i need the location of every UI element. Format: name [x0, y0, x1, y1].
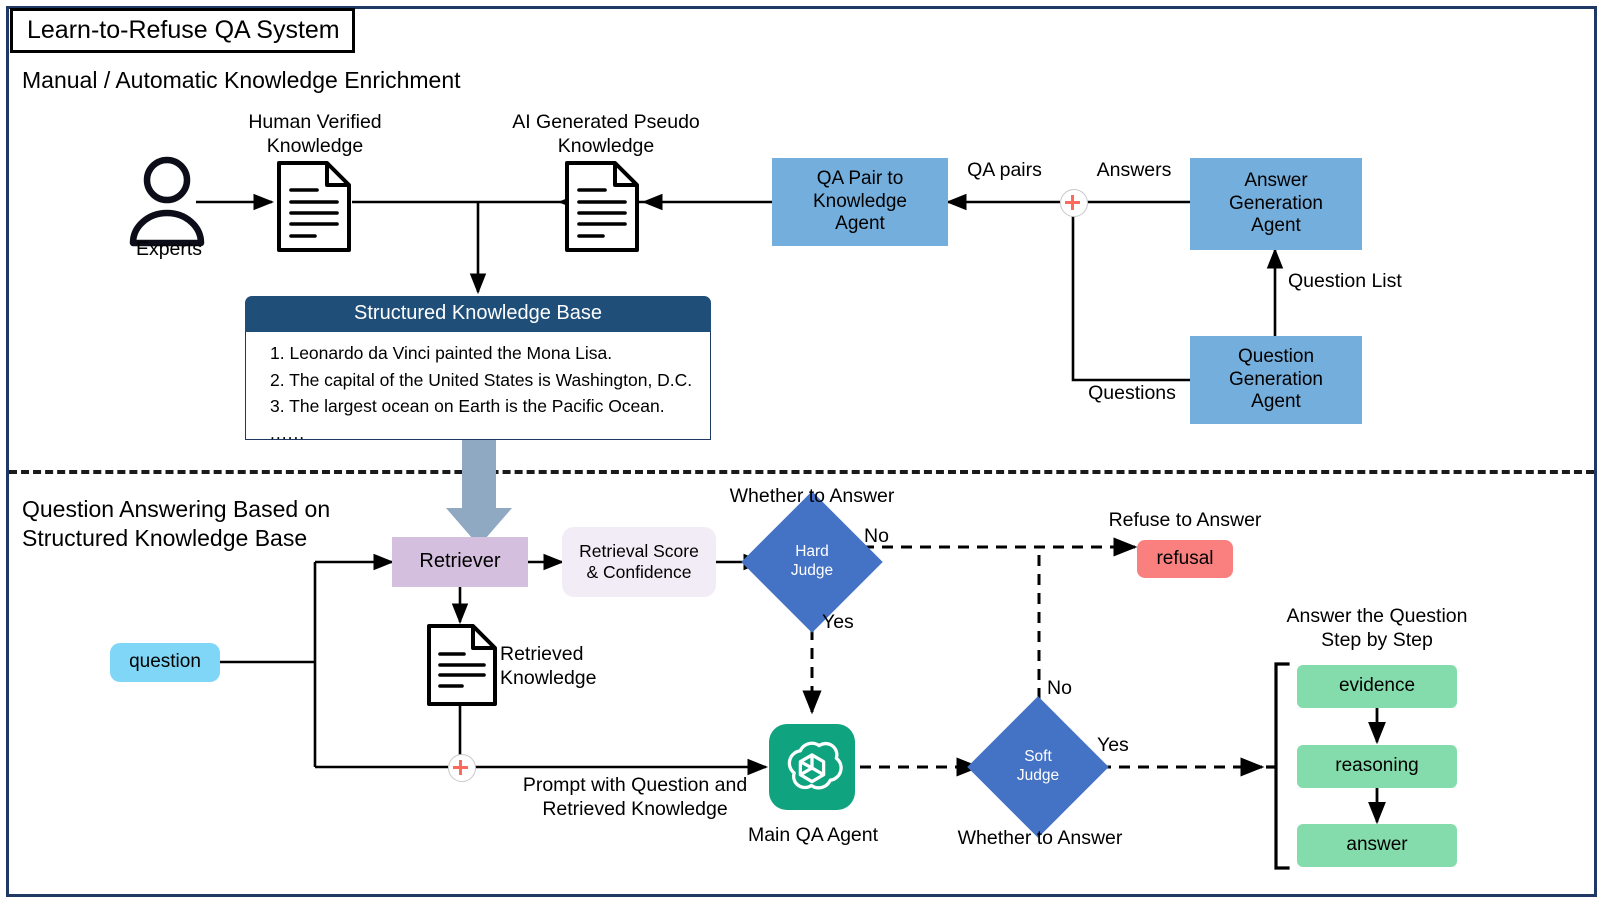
- hard-judge-label: Hard Judge: [790, 543, 834, 579]
- qa-pair-to-knowledge-agent[interactable]: QA Pair to Knowledge Agent: [772, 158, 948, 246]
- soft-judge-node[interactable]: Soft Judge: [967, 696, 1109, 838]
- kb-item: 1. Leonardo da Vinci painted the Mona Li…: [270, 343, 613, 363]
- ai-generated-knowledge-label: AI Generated Pseudo Knowledge: [512, 111, 700, 157]
- system-title: Learn-to-Refuse QA System: [10, 8, 355, 53]
- question-generation-agent[interactable]: Question Generation Agent: [1190, 336, 1362, 424]
- hard-judge-no-label: No: [864, 525, 889, 547]
- experts-label: Experts: [135, 238, 203, 260]
- question-input-box[interactable]: question: [110, 643, 220, 682]
- soft-judge-yes-label: Yes: [1097, 734, 1129, 756]
- kb-item: 3. The largest ocean on Earth is the Pac…: [270, 396, 665, 417]
- section-heading-bottom: Question Answering Based on Structured K…: [22, 496, 331, 551]
- knowledge-base-title: Structured Knowledge Base: [245, 296, 711, 332]
- kb-item: 2. The capital of the United States is W…: [270, 369, 693, 390]
- human-verified-knowledge-label: Human Verified Knowledge: [248, 111, 382, 157]
- edge-label-qa-pairs: QA pairs: [967, 159, 1042, 181]
- section-heading-top: Manual / Automatic Knowledge Enrichment: [22, 67, 461, 93]
- soft-judge-no-label: No: [1047, 677, 1072, 699]
- prompt-label: Prompt with Question and Retrieved Knowl…: [522, 774, 748, 820]
- edge-label-questions: Questions: [1088, 382, 1176, 404]
- soft-judge-caption: Whether to Answer: [957, 827, 1123, 849]
- refuse-to-answer-caption: Refuse to Answer: [1108, 509, 1262, 531]
- section-divider: [9, 470, 1594, 474]
- hard-judge-node[interactable]: Hard Judge: [741, 491, 883, 633]
- retriever-box[interactable]: Retriever: [392, 537, 528, 587]
- openai-logo-icon: [787, 741, 843, 790]
- main-qa-agent-tile[interactable]: [769, 724, 855, 810]
- hard-judge-caption: Whether to Answer: [729, 485, 895, 507]
- retrieval-score-box: Retrieval Score & Confidence: [562, 527, 716, 597]
- answer-generation-agent[interactable]: Answer Generation Agent: [1190, 158, 1362, 250]
- hard-judge-yes-label: Yes: [822, 611, 854, 633]
- edge-label-question-list: Question List: [1288, 270, 1402, 292]
- answer-step-answer: answer: [1297, 824, 1457, 867]
- retrieved-knowledge-label: Retrieved Knowledge: [500, 643, 597, 689]
- answer-steps-caption: Answer the Question Step by Step: [1286, 605, 1468, 651]
- edge-label-answers: Answers: [1096, 159, 1172, 181]
- kb-ellipsis: ......: [270, 422, 306, 443]
- plus-junction-bottom: [448, 754, 476, 782]
- knowledge-base-body: 1. Leonardo da Vinci painted the Mona Li…: [245, 332, 711, 443]
- refusal-box: refusal: [1137, 540, 1233, 578]
- main-qa-agent-label: Main QA Agent: [747, 824, 879, 846]
- soft-judge-label: Soft Judge: [1016, 748, 1060, 784]
- plus-junction-top: [1060, 189, 1088, 217]
- answer-step-reasoning: reasoning: [1297, 745, 1457, 788]
- answer-step-evidence: evidence: [1297, 665, 1457, 708]
